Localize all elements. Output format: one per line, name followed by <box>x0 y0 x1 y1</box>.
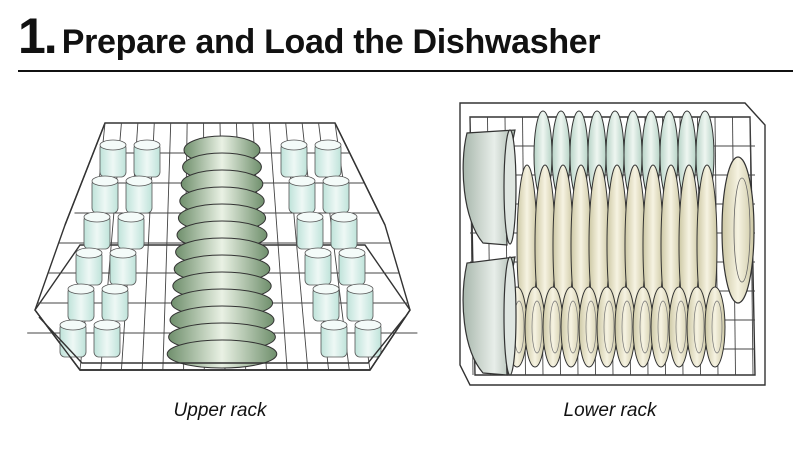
upper-rack-svg <box>27 122 418 371</box>
upper-rack-illustration <box>25 95 420 385</box>
glass-rim <box>330 211 358 223</box>
plate-rim <box>603 300 615 354</box>
glass-rim <box>91 175 119 187</box>
glass-rim <box>83 211 111 223</box>
plate-rim <box>549 300 561 354</box>
glass-rim <box>304 247 332 259</box>
plate-rim <box>639 300 651 354</box>
lower-rack-illustration <box>455 95 775 390</box>
title-divider <box>18 70 793 72</box>
lower-rack-caption: Lower rack <box>563 400 657 421</box>
plate-rim <box>531 300 543 354</box>
lower-rack-svg <box>459 102 766 386</box>
glass-rim <box>314 139 342 151</box>
glass-rim <box>322 175 350 187</box>
glass-rim <box>59 319 87 331</box>
plate-rim <box>585 300 597 354</box>
plate-rim <box>657 300 669 354</box>
glass-rim <box>75 247 103 259</box>
plate-rim <box>675 300 687 354</box>
plate-rim <box>567 300 579 354</box>
glass-rim <box>280 139 308 151</box>
glass-rim <box>117 211 145 223</box>
glass-rim <box>288 175 316 187</box>
glass-rim <box>296 211 324 223</box>
glass-rim <box>354 319 382 331</box>
glasses-left <box>59 139 161 358</box>
bowls-left <box>462 129 517 376</box>
plates-front <box>506 164 726 368</box>
upper-rack-caption: Upper rack <box>173 400 267 421</box>
plate-rim <box>693 300 705 354</box>
glass-rim <box>125 175 153 187</box>
rack-front-wire <box>34 309 411 371</box>
plate-right <box>721 156 755 304</box>
glass-rim <box>312 283 340 295</box>
glass-rim <box>99 139 127 151</box>
glasses-right <box>280 139 382 358</box>
glass-rim <box>346 283 374 295</box>
glass-rim <box>338 247 366 259</box>
page-header: 1. Prepare and Load the Dishwasher <box>18 6 601 66</box>
rack-wire <box>268 122 288 371</box>
glass-rim <box>93 319 121 331</box>
plate-rim <box>711 300 723 354</box>
bowl <box>166 339 278 369</box>
glass-rim <box>133 139 161 151</box>
glass-rim <box>109 247 137 259</box>
glass-rim <box>101 283 129 295</box>
rack-wire <box>162 122 172 371</box>
plate-rim <box>621 300 633 354</box>
glass-rim <box>320 319 348 331</box>
step-number: 1. <box>18 8 58 64</box>
page-title: Prepare and Load the Dishwasher <box>61 23 601 61</box>
bowls-center <box>166 135 278 369</box>
glass-rim <box>67 283 95 295</box>
